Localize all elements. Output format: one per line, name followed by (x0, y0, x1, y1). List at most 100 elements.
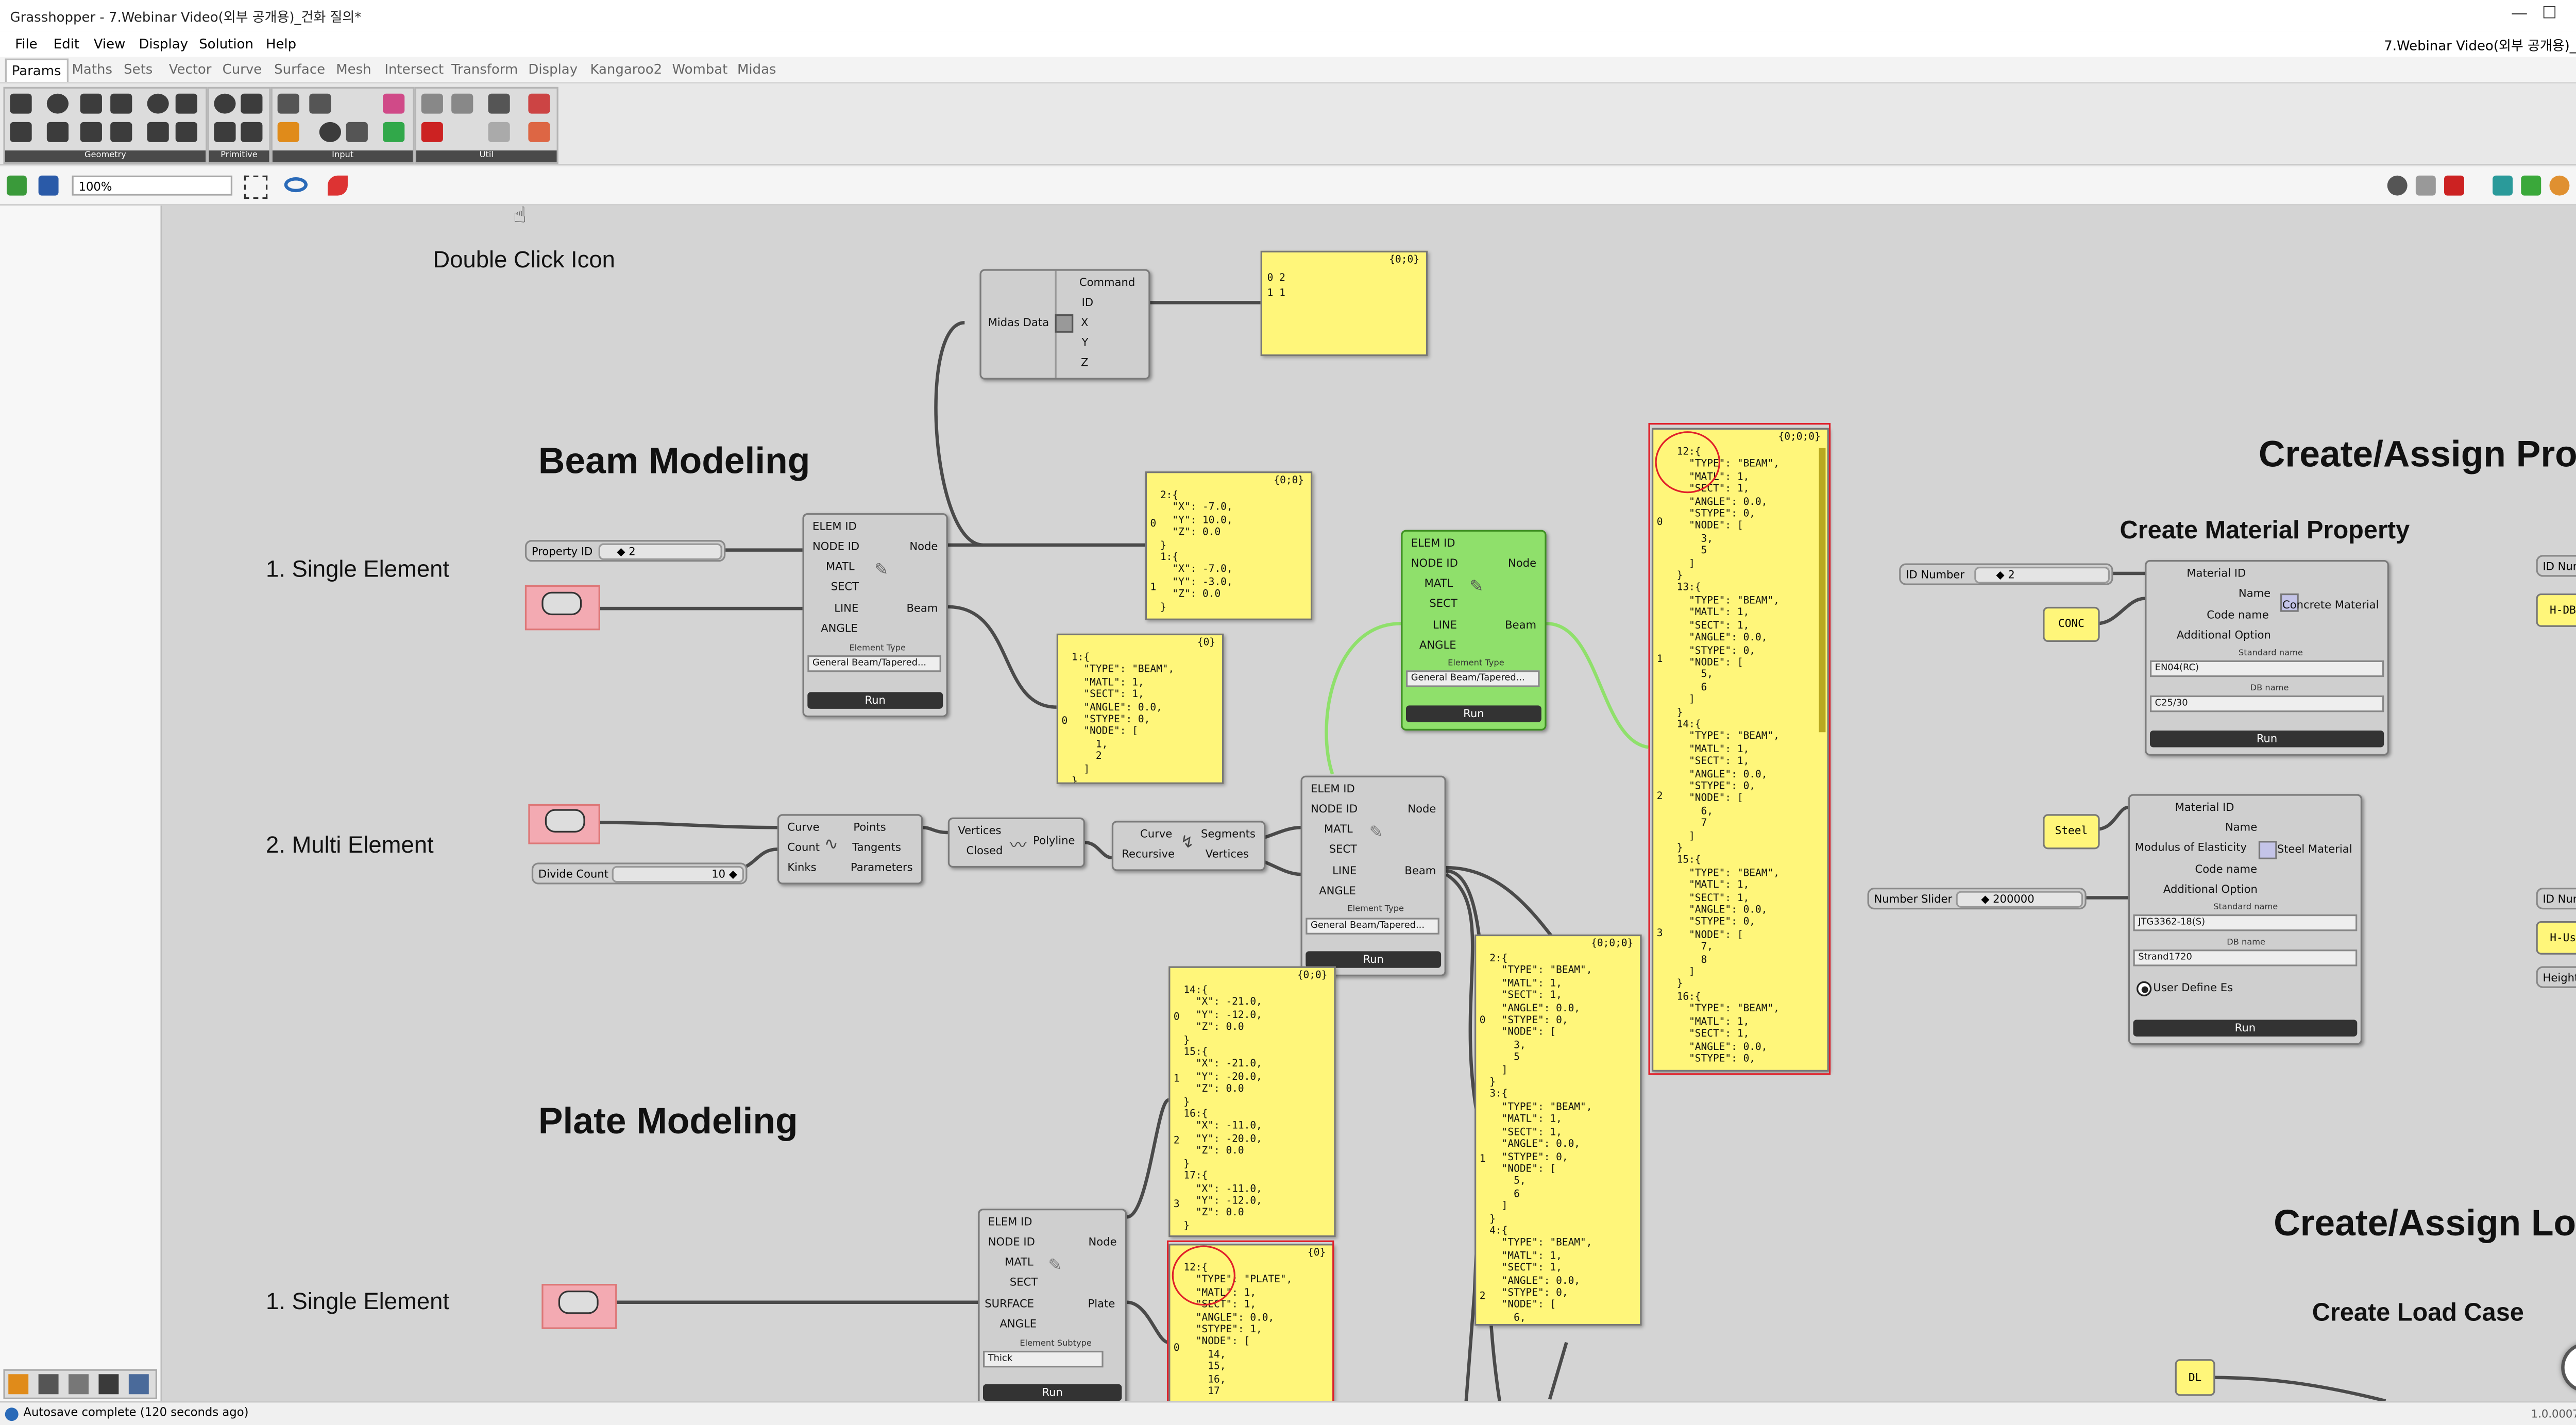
conc-panel[interactable]: CONC (2043, 606, 2100, 642)
standard-name-dropdown[interactable]: EN04(RC) (2149, 660, 2384, 677)
selected-only-icon[interactable] (2493, 175, 2513, 196)
point-param-icon[interactable] (10, 122, 32, 142)
menu-file[interactable]: File (15, 37, 38, 52)
output-plate[interactable]: Plate (1088, 1297, 1115, 1311)
input-additional-option[interactable]: Additional Option (2176, 629, 2271, 642)
output-beam[interactable]: Beam (1404, 864, 1436, 878)
id-number-param-2[interactable]: ID Number (2536, 888, 2576, 910)
mesh-quality-icon[interactable] (2521, 175, 2541, 196)
input-line[interactable]: LINE (1432, 618, 1457, 632)
number-slider[interactable]: Number Slider ◆ 200000 (1867, 888, 2087, 910)
graph-icon[interactable] (277, 122, 299, 142)
output-parameters[interactable]: Parameters (850, 861, 913, 875)
input-line[interactable]: LINE (834, 602, 859, 616)
input-sect[interactable]: SECT (1429, 597, 1458, 610)
element-type-dropdown[interactable]: General Beam/Tapered... (1306, 918, 1439, 935)
tab-params[interactable]: Params (5, 58, 68, 82)
run-button[interactable]: Run (2149, 731, 2384, 748)
dl-panel[interactable]: DL (2175, 1359, 2215, 1396)
input-angle[interactable]: ANGLE (1419, 638, 1456, 652)
input-sect[interactable]: SECT (831, 580, 859, 593)
output-steel-material[interactable]: Steel Material (2277, 842, 2352, 856)
tab-intersect[interactable]: Intersect (384, 62, 444, 77)
huser-panel[interactable]: H-User (2536, 921, 2576, 955)
menu-help[interactable]: Help (265, 37, 297, 52)
id-number-slider[interactable]: ID Number ◆ 2 (1899, 563, 2113, 585)
mesh-param-icon[interactable] (147, 93, 169, 114)
run-button[interactable]: Run (807, 692, 943, 709)
element-type-dropdown[interactable]: General Beam/Tapered... (807, 655, 941, 672)
input-modulus[interactable]: Modulus of Elasticity (2134, 841, 2247, 855)
concrete-material-component[interactable]: Material ID Name Code name Additional Op… (2145, 560, 2389, 756)
text-icon[interactable] (241, 122, 263, 142)
sketch-pen-icon[interactable] (328, 175, 348, 196)
midas-out-command[interactable]: Command (1079, 276, 1136, 290)
input-matl[interactable]: MATL (825, 560, 855, 574)
panel-scrollbar[interactable] (1819, 448, 1826, 733)
tab-kangaroo2[interactable]: Kangaroo2 (590, 62, 663, 77)
shaded-icon[interactable] (2444, 175, 2464, 196)
definition-canvas[interactable]: ☝ Double Click Icon Beam Modeling 1. Sin… (162, 206, 2576, 1401)
line-param-icon[interactable] (110, 122, 132, 142)
slider-track[interactable]: ◆ 200000 (1956, 891, 2083, 908)
preview-mode-icon[interactable] (2387, 175, 2408, 196)
input-node-id[interactable]: NODE ID (988, 1235, 1035, 1249)
map-tool-icon[interactable] (128, 1374, 149, 1395)
midas-out-y[interactable]: Y (1081, 336, 1089, 350)
run-button[interactable]: Run (1405, 705, 1541, 722)
toggle-button-3[interactable] (541, 1284, 617, 1329)
circle-icon[interactable] (46, 93, 69, 114)
tab-curve[interactable]: Curve (222, 62, 262, 77)
tab-midas[interactable]: Midas (737, 62, 776, 77)
input-sect[interactable]: SECT (1009, 1275, 1038, 1289)
tab-wombat[interactable]: Wombat (672, 62, 728, 77)
output-tangents[interactable]: Tangents (852, 841, 902, 855)
input-line[interactable]: LINE (1332, 864, 1357, 878)
output-node[interactable]: Node (1408, 802, 1436, 816)
input-matl[interactable]: MATL (1424, 576, 1453, 590)
preview-eye-icon[interactable] (284, 177, 308, 193)
output-node[interactable]: Node (1088, 1235, 1117, 1249)
plane-param-icon[interactable] (80, 122, 102, 142)
panel-nodes-multi[interactable]: {0;0} 0 1 2 3 14:{ "X": -21.0, "Y": -12.… (1168, 966, 1336, 1237)
menu-view[interactable]: View (93, 37, 126, 52)
brep-param-icon[interactable] (175, 93, 197, 114)
input-surface[interactable]: SURFACE (985, 1297, 1035, 1311)
divide-curve-component[interactable]: Curve Count Kinks ∿ Points Tangents Para… (777, 814, 923, 885)
cluster-icon[interactable] (528, 93, 550, 114)
element-subtype-dropdown[interactable]: Thick (983, 1350, 1104, 1368)
midas-out-x[interactable]: X (1080, 316, 1089, 330)
tab-mesh[interactable]: Mesh (336, 62, 371, 77)
panel-icon[interactable] (277, 93, 299, 114)
graph-tool-icon[interactable] (8, 1374, 29, 1395)
input-elem-id[interactable]: ELEM ID (812, 520, 857, 534)
fitness-icon[interactable] (421, 93, 443, 114)
bake-icon[interactable] (2549, 175, 2570, 196)
output-points[interactable]: Points (853, 821, 886, 835)
tree-tool-icon[interactable] (98, 1374, 119, 1395)
toggle-button-2[interactable] (528, 804, 600, 844)
geometry-icon[interactable] (10, 93, 32, 114)
midas-data-input[interactable]: Midas Data (988, 316, 1049, 330)
input-name[interactable]: Name (2225, 821, 2258, 835)
input-name[interactable]: Name (2238, 586, 2271, 600)
input-angle[interactable]: ANGLE (1319, 884, 1356, 898)
input-angle[interactable]: ANGLE (821, 622, 858, 636)
input-closed[interactable]: Closed (966, 844, 1003, 858)
zoom-dropdown[interactable]: 100% (72, 175, 233, 196)
panel-beams-multi[interactable]: {0;0;0} 0 1 2 2:{ "TYPE": "BEAM", "MATL"… (1475, 934, 1642, 1326)
input-curve[interactable]: Curve (1140, 827, 1173, 841)
maximize-button[interactable]: ☐ (2541, 5, 2557, 24)
property-id-slider[interactable]: Property ID ◆ 2 (524, 540, 726, 562)
height-param[interactable]: Height (2536, 966, 2576, 988)
output-vertices[interactable]: Vertices (1205, 847, 1249, 861)
beam-component-single[interactable]: ELEM ID NODE ID MATL SECT LINE ANGLE ✎ N… (802, 513, 948, 718)
input-recursive[interactable]: Recursive (1122, 847, 1175, 861)
id-number-param-1[interactable]: ID Number (2536, 555, 2576, 577)
midas-out-z[interactable]: Z (1080, 356, 1089, 370)
output-node[interactable]: Node (1508, 556, 1537, 570)
matrix-icon[interactable] (383, 122, 405, 142)
curve-param-icon[interactable] (80, 93, 102, 114)
beam-component-multi[interactable]: ELEM ID NODE ID MATL SECT LINE ANGLE ✎ N… (1300, 775, 1446, 977)
surface-param-icon[interactable] (110, 93, 132, 114)
